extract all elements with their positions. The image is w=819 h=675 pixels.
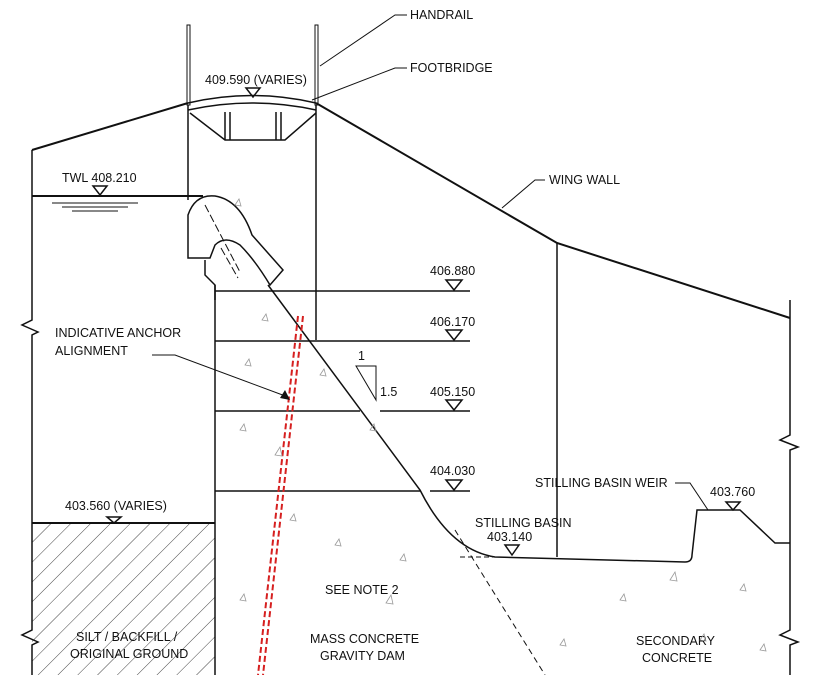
level-label-406170: 406.170 [430,315,475,329]
wing-wall-label: WING WALL [549,173,620,187]
anchor-alignment-line [257,315,304,675]
level-label-405150: 405.150 [430,385,475,399]
footbridge-label: FOOTBRIDGE [410,61,493,75]
weir-level-label: 403.760 [710,485,755,499]
level-label-404030: 404.030 [430,464,475,478]
silt-label-line1: SILT / BACKFILL / [76,630,178,644]
slope-rise-label: 1 [358,349,365,363]
secondary-label-line2: CONCRETE [642,651,712,665]
twl-marker-icon [91,185,109,197]
level-label-406880: 406.880 [430,264,475,278]
concrete-aggregate-marks [234,198,767,652]
level-markers [104,87,742,557]
dam-label-line1: MASS CONCRETE [310,632,419,646]
left-boundary-line [20,150,40,675]
outlet-centerline [204,204,241,279]
wing-wall-leader [501,179,545,209]
ground-level-label: 403.560 (VARIES) [65,499,167,513]
handrail-label: HANDRAIL [410,8,473,22]
footbridge-leader [311,67,407,101]
dam-label-line2: GRAVITY DAM [320,649,405,663]
right-boundary-line [778,300,801,675]
silt-label-line2: ORIGINAL GROUND [70,647,188,661]
twl-label: TWL 408.210 [62,171,137,185]
weir-leader [675,482,709,511]
outlet-base [204,260,216,300]
arrow-head-icon [280,390,290,400]
handrail-posts [186,24,319,106]
wing-wall-line [31,102,791,319]
slope-indicator [355,365,377,402]
slope-run-label: 1.5 [380,385,397,399]
dam-downstream-face [267,284,790,563]
secondary-label-line1: SECONDARY [636,634,716,648]
construction-joint-dashed [454,529,546,675]
silt-backfill-hatch [32,523,215,675]
water-symbol [52,202,138,212]
stilling-basin-label: STILLING BASIN [475,516,572,530]
footbridge [187,94,317,141]
anchor-label-line1: INDICATIVE ANCHOR [55,326,181,340]
crest-level-label: 409.590 (VARIES) [205,73,307,87]
basin-level-label: 403.140 [487,530,532,544]
outlet-pipe [187,195,284,287]
anchor-label-line2: ALIGNMENT [55,344,128,358]
see-note-label: SEE NOTE 2 [325,583,399,597]
stilling-basin-weir-label: STILLING BASIN WEIR [535,476,668,490]
handrail-leader [319,14,407,67]
anchor-leader-line [152,354,289,398]
